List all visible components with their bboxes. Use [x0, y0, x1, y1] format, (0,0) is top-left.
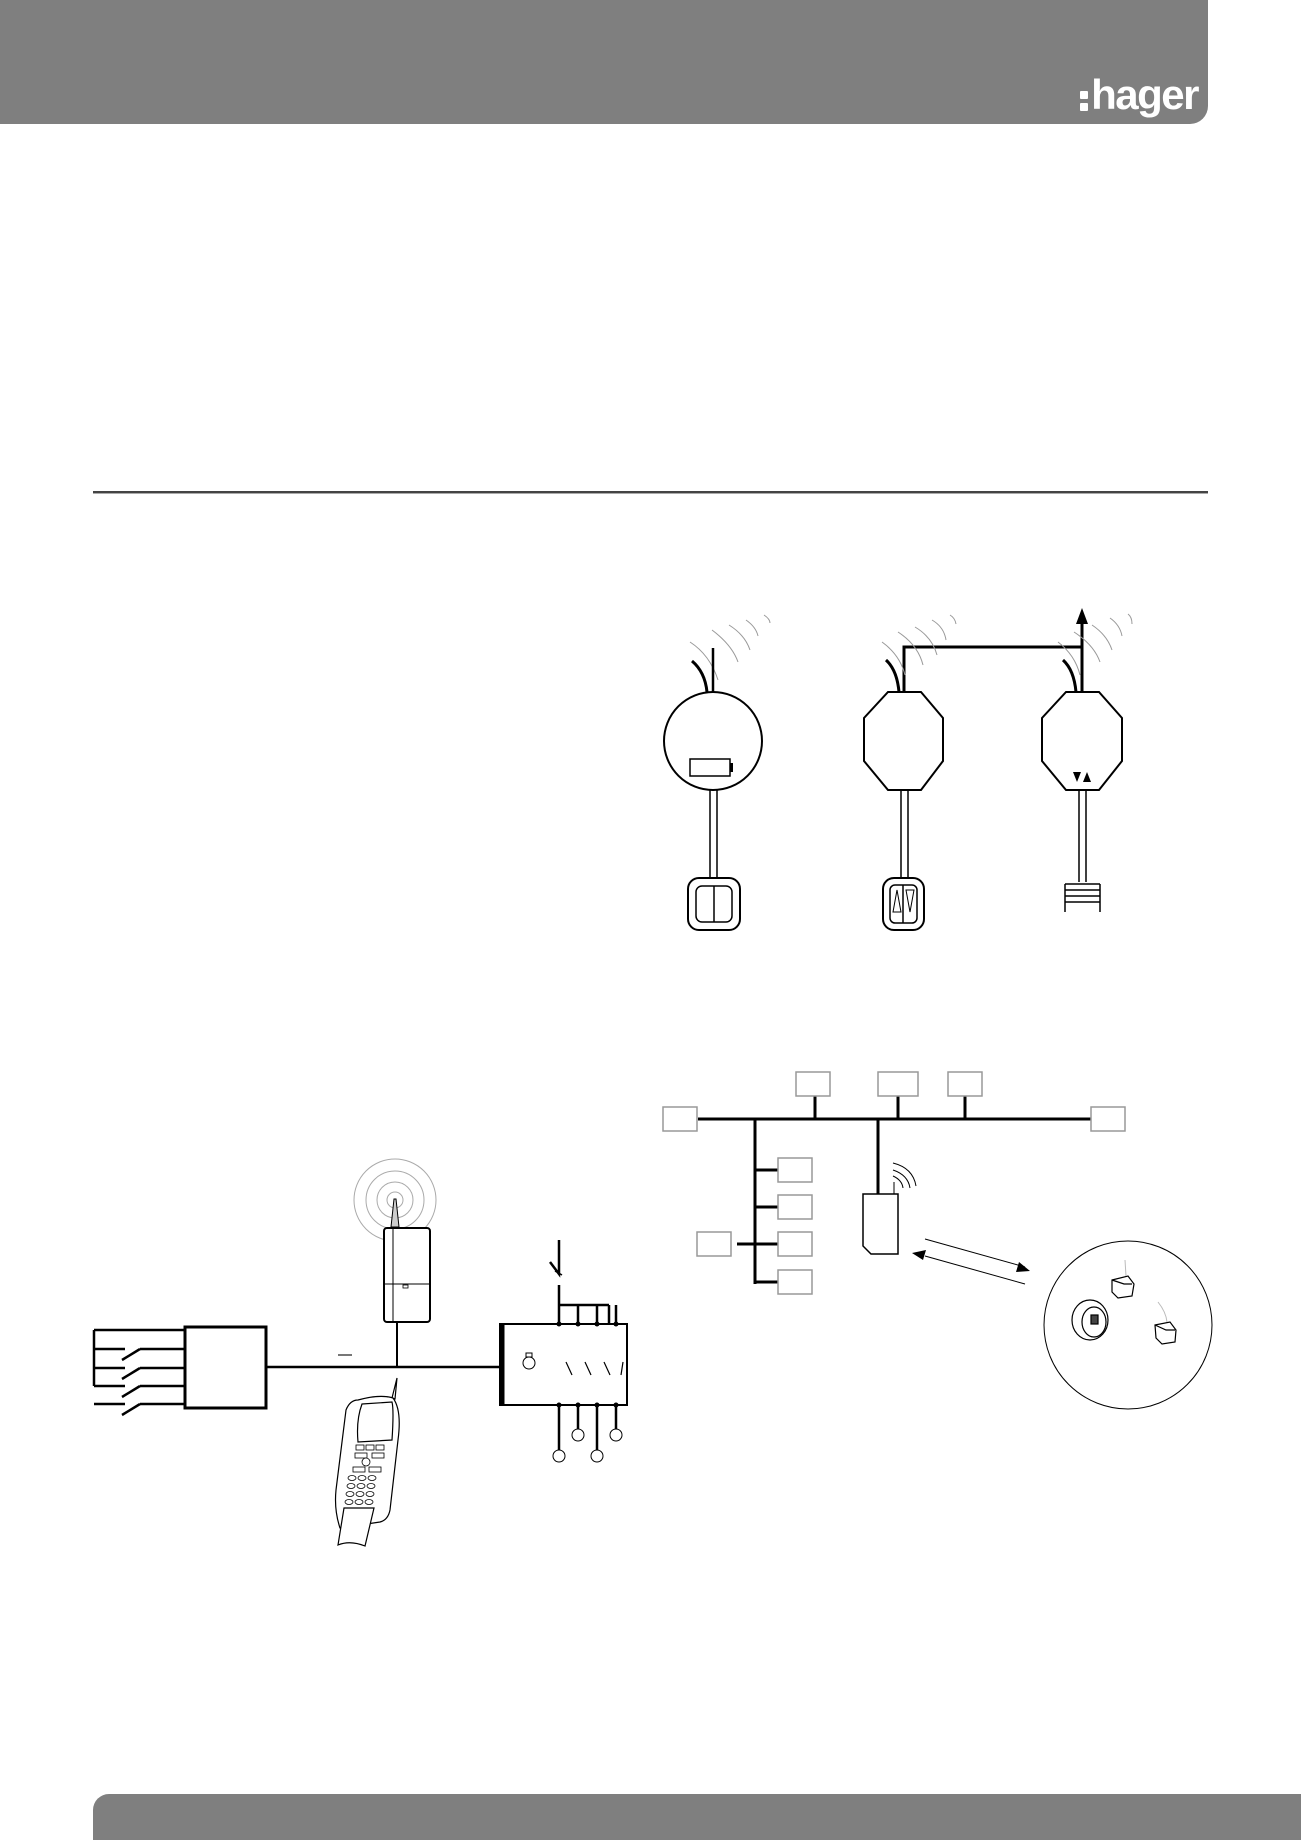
handheld-configurator-icon	[334, 1377, 400, 1547]
brand-name: hager	[1091, 71, 1199, 118]
bus-device-boxes	[662, 1071, 1126, 1295]
brand-logo: hager	[1080, 71, 1199, 118]
footer-band	[93, 1794, 1301, 1840]
header-band: hager	[0, 0, 1208, 124]
media-coupler-icon	[862, 1162, 917, 1255]
wireless-devices-icon	[1043, 1240, 1213, 1410]
lamp-icon	[522, 1352, 536, 1370]
radio-gateway-icon	[353, 1158, 437, 1323]
figure-bus-topology	[662, 1071, 1213, 1410]
figure-gateway-network	[92, 1158, 628, 1547]
shutter-transmitter-icon	[863, 614, 957, 931]
battery-transmitter-icon	[663, 614, 771, 931]
shutter-actuator-icon	[1041, 613, 1133, 912]
switch-inputs-icon	[92, 1328, 185, 1417]
input-module-box	[183, 1325, 268, 1410]
section-divider	[93, 491, 1208, 494]
shutter-blind-icon	[1064, 883, 1101, 912]
bidirectional-arrows-icon	[912, 1238, 1030, 1285]
lighting-output-module-icon	[499, 1240, 628, 1463]
logo-colon-icon	[1080, 91, 1089, 111]
figure-rf-devices	[663, 608, 1133, 931]
